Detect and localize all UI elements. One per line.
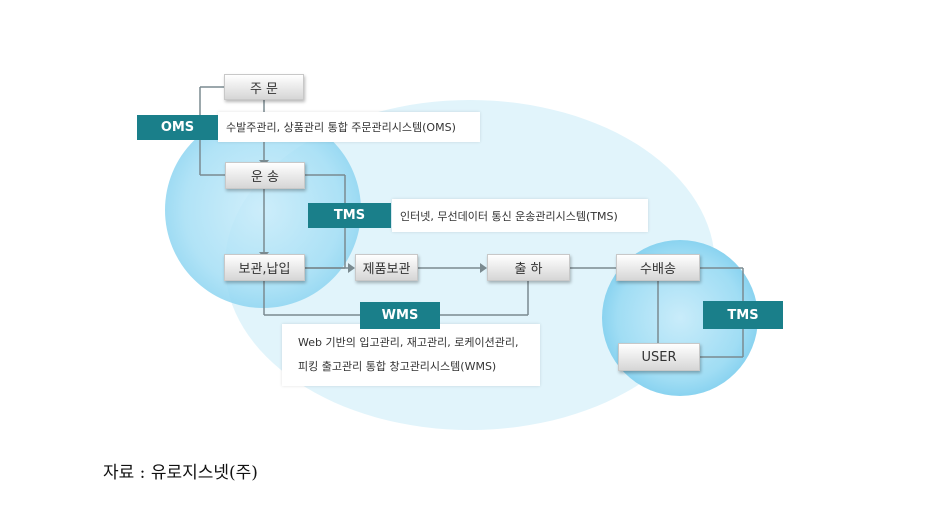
product-storage-box: 제품보관 [355, 254, 418, 281]
tms-tag: TMS [308, 203, 391, 228]
left-circle [165, 112, 361, 308]
shipment-box: 출 하 [487, 254, 570, 281]
user-box: USER [618, 343, 700, 371]
oms-description: 수발주관리, 상품관리 통합 주문관리시스템(OMS) [218, 112, 480, 142]
transport-box: 운 송 [225, 162, 305, 189]
arrow-head-product-shipment [480, 263, 487, 273]
delivery-box: 수배송 [616, 254, 700, 281]
arrow-head-storage-product [348, 263, 355, 273]
wms-description: Web 기반의 입고관리, 재고관리, 로케이션관리, 피킹 출고관리 통합 창… [282, 324, 540, 386]
storage-box: 보관,납입 [224, 254, 305, 281]
oms-tag: OMS [137, 115, 218, 140]
order-box: 주 문 [224, 74, 304, 100]
wms-description-line2: 피킹 출고관리 통합 창고관리시스템(WMS) [298, 360, 497, 373]
wms-description-line1: Web 기반의 입고관리, 재고관리, 로케이션관리, [298, 336, 519, 349]
tms-tag-delivery: TMS [703, 301, 783, 329]
tms-description: 인터넷, 무선데이터 통신 운송관리시스템(TMS) [392, 199, 648, 232]
source-caption: 자료 : 유로지스넷(주) [103, 463, 258, 483]
wms-tag: WMS [360, 302, 440, 329]
